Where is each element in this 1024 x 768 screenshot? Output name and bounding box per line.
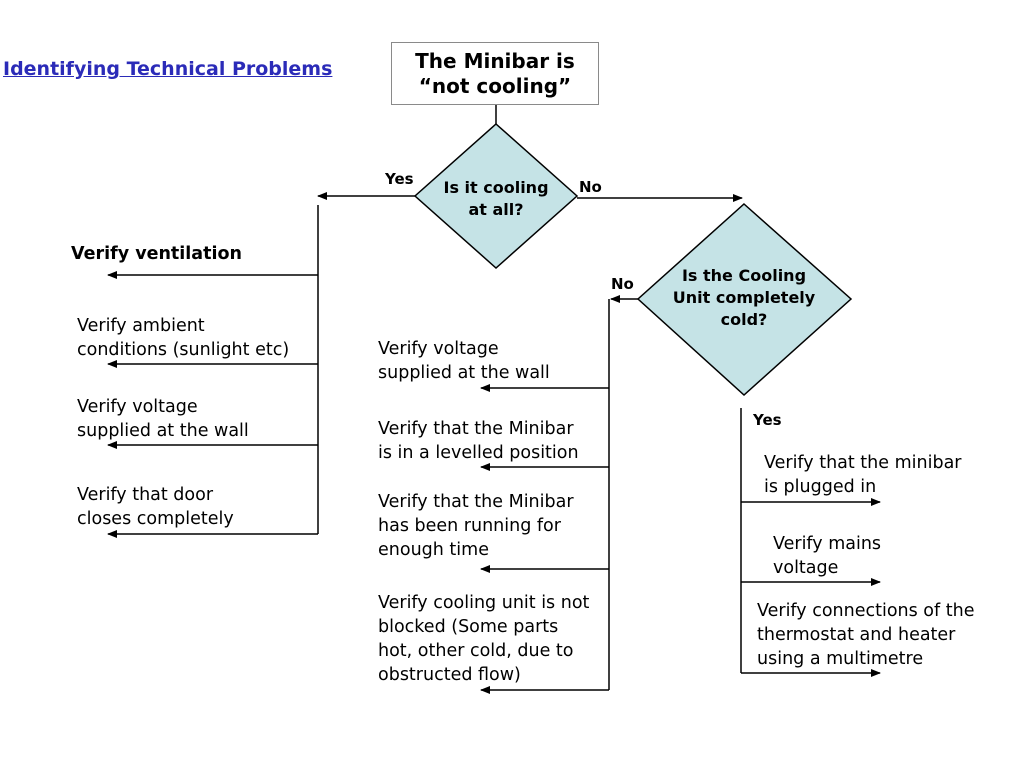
left-item-4: Verify that door closes completely — [77, 485, 234, 529]
decision2-no-label: No — [611, 275, 634, 293]
right-item-2: Verify mains voltage — [773, 534, 882, 578]
middle-item-2: Verify that the Minibar is in a levelled… — [378, 419, 579, 463]
page-title: Identifying Technical Problems — [3, 58, 333, 80]
start-text: The Minibar is “not cooling” — [415, 48, 575, 98]
left-item-3: Verify voltage supplied at the wall — [77, 397, 249, 441]
decision1-yes-label: Yes — [385, 170, 414, 188]
start-box: The Minibar is “not cooling” — [391, 42, 599, 105]
decision2-diamond — [636, 202, 853, 397]
left-item-1: Verify ventilation — [71, 244, 242, 264]
decision2-yes-label: Yes — [753, 411, 782, 429]
left-item-2: Verify ambient conditions (sunlight etc) — [77, 316, 290, 360]
decision1-diamond — [413, 122, 579, 270]
middle-item-4: Verify cooling unit is not blocked (Some… — [378, 593, 590, 685]
middle-item-3: Verify that the Minibar has been running… — [378, 492, 574, 560]
right-item-1: Verify that the minibar is plugged in — [764, 453, 962, 497]
middle-item-1: Verify voltage supplied at the wall — [378, 339, 550, 383]
decision2-text: Is the Cooling Unit completely cold? — [672, 266, 816, 329]
decision1-text: Is it cooling at all? — [443, 178, 549, 219]
decision1-no-label: No — [579, 178, 602, 196]
right-item-3: Verify connections of the thermostat and… — [757, 601, 975, 669]
